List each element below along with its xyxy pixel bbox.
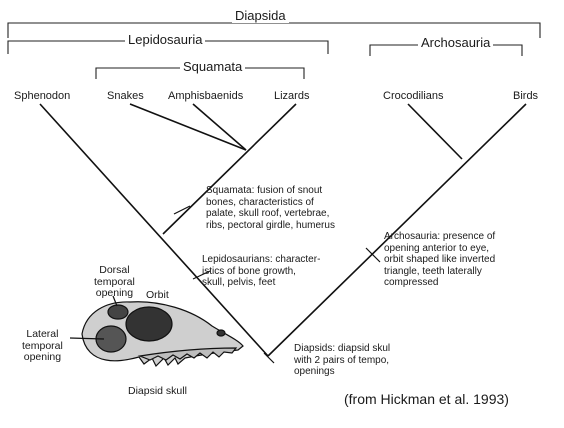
lateral-pointer [69, 337, 105, 340]
note-diapsids: Diapsids: diapsid skul with 2 pairs of t… [294, 343, 391, 377]
taxon-birds: Birds [513, 90, 539, 102]
tick-archosauria [365, 247, 381, 263]
archosauria-label: Archosauria [418, 36, 494, 50]
note-lepidosaurians: Lepidosaurians: character- istics of bon… [202, 254, 321, 288]
tick-diapsids [263, 352, 275, 364]
diapsida-label: Diapsida [232, 9, 289, 23]
diapsida-bracket [7, 22, 541, 38]
taxon-crocodilians: Crocodilians [383, 90, 444, 102]
tick-lepidosaurians [192, 270, 211, 280]
skull-label-lateral: Lateral temporal opening [22, 328, 63, 363]
diapsid-skull [69, 295, 244, 368]
taxon-sphenodon: Sphenodon [14, 90, 71, 102]
note-squamata: Squamata: fusion of snout bones, charact… [206, 185, 335, 231]
taxon-lizards: Lizards [274, 90, 310, 102]
nostril [216, 329, 226, 337]
branch-archosauria [267, 103, 527, 357]
taxon-snakes: Snakes [107, 90, 144, 102]
dorsal-pointer [112, 295, 118, 307]
note-archosauria: Archosauria: presence of opening anterio… [384, 231, 496, 288]
jaw [137, 347, 238, 361]
skull-label-orbit: Orbit [146, 289, 169, 301]
branch-crocodilians [407, 103, 463, 160]
skull-label-dorsal: Dorsal temporal opening [94, 264, 135, 299]
branch-lepidosauria [162, 103, 297, 235]
skull-caption: Diapsid skull [128, 385, 187, 397]
citation: (from Hickman et al. 1993) [344, 391, 509, 407]
branch-amphisbaenids [192, 103, 247, 151]
taxon-amphisbaenids: Amphisbaenids [168, 90, 244, 102]
squamata-label: Squamata [180, 60, 246, 74]
branch-sphenodon [39, 103, 269, 357]
lepidosauria-label: Lepidosauria [125, 33, 206, 47]
dorsal-temporal-opening [107, 304, 129, 320]
branch-squamata-snakes [129, 103, 247, 151]
tick-squamata [173, 205, 191, 215]
orbit-opening [125, 306, 173, 342]
